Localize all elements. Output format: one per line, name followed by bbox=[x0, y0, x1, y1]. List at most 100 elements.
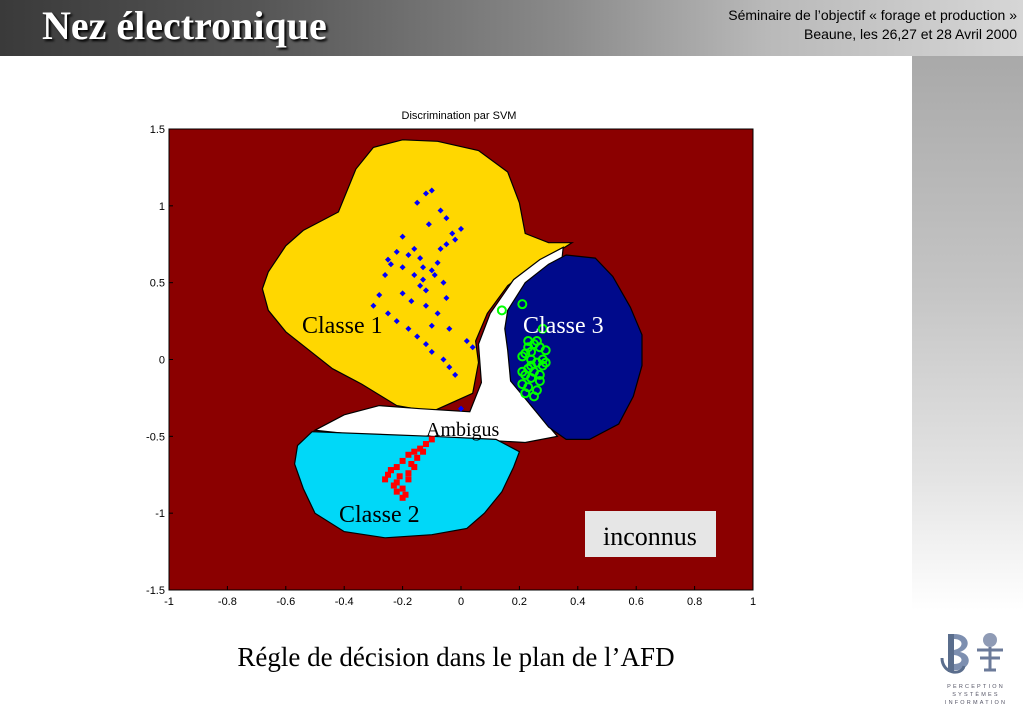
point-classe-1 bbox=[428, 187, 435, 194]
point-classe-1 bbox=[452, 371, 459, 378]
point-classe-1 bbox=[449, 230, 456, 237]
x-tick-label: 0.2 bbox=[512, 596, 527, 608]
svm-chart: Discrimination par SVM -1-0.8-0.6-0.4-0.… bbox=[146, 110, 756, 608]
page-title: Nez électronique bbox=[42, 3, 327, 48]
point-classe-1 bbox=[452, 236, 459, 243]
point-classe-2 bbox=[393, 479, 400, 486]
point-classe-1 bbox=[405, 325, 412, 332]
point-classe-3 bbox=[517, 366, 528, 377]
point-classe-2 bbox=[393, 464, 400, 471]
chart-container: Discrimination par SVM -1-0.8-0.6-0.4-0.… bbox=[120, 100, 820, 620]
data-points bbox=[370, 187, 551, 501]
point-classe-1 bbox=[428, 322, 435, 329]
x-tick-label: -0.2 bbox=[393, 596, 412, 608]
point-classe-2 bbox=[422, 441, 429, 448]
point-classe-1 bbox=[399, 264, 406, 271]
point-classe-1 bbox=[446, 364, 453, 371]
point-classe-3 bbox=[520, 388, 531, 399]
logo-text-line-3: INFORMATION bbox=[945, 700, 1007, 706]
point-classe-2 bbox=[399, 485, 406, 492]
label-classe-1: Classe 1 bbox=[302, 313, 383, 339]
point-classe-1 bbox=[393, 248, 400, 255]
x-tick-label: 0.4 bbox=[570, 596, 585, 608]
point-classe-2 bbox=[385, 471, 391, 478]
point-classe-1 bbox=[414, 333, 421, 340]
point-classe-1 bbox=[431, 271, 438, 278]
point-classe-1 bbox=[370, 302, 377, 309]
y-tick-label: -1 bbox=[155, 508, 165, 520]
point-classe-3 bbox=[526, 360, 537, 371]
point-classe-1 bbox=[387, 261, 394, 268]
point-classe-3 bbox=[523, 342, 534, 353]
point-classe-3 bbox=[517, 351, 528, 362]
point-classe-1 bbox=[437, 207, 444, 214]
header-subtitle: Séminaire de l’objectif « forage et prod… bbox=[728, 6, 1017, 44]
point-classe-1 bbox=[440, 279, 447, 286]
point-classe-1 bbox=[443, 241, 450, 248]
y-tick-label: 0.5 bbox=[150, 278, 165, 290]
point-classe-1 bbox=[411, 271, 418, 278]
point-classe-3 bbox=[529, 391, 539, 402]
x-tick-label: 1 bbox=[750, 596, 756, 608]
point-classe-1 bbox=[425, 221, 432, 228]
point-classe-1 bbox=[446, 325, 453, 332]
point-classe-1 bbox=[458, 225, 464, 232]
point-classe-1 bbox=[417, 282, 424, 289]
point-classe-1 bbox=[414, 199, 421, 206]
point-classe-1 bbox=[422, 341, 429, 348]
point-classe-1 bbox=[443, 295, 450, 302]
logo-text-line-1: PERCEPTION bbox=[947, 684, 1005, 690]
point-classe-2 bbox=[382, 476, 389, 483]
point-classe-2 bbox=[390, 482, 397, 489]
point-classe-1 bbox=[422, 287, 429, 294]
x-tick-label: -0.4 bbox=[335, 596, 354, 608]
point-classe-1 bbox=[399, 290, 406, 297]
point-classe-1 bbox=[420, 276, 427, 283]
y-tick-label: -0.5 bbox=[146, 431, 165, 443]
slide-caption: Régle de décision dans le plan de l’AFD bbox=[237, 642, 675, 672]
point-classe-1 bbox=[422, 190, 429, 197]
point-classe-2 bbox=[399, 494, 406, 501]
point-classe-1 bbox=[463, 338, 470, 345]
y-tick-label: 1.5 bbox=[150, 124, 165, 136]
point-classe-3 bbox=[517, 299, 528, 310]
point-classe-2 bbox=[408, 460, 415, 467]
point-classe-2 bbox=[414, 454, 421, 461]
point-classe-1 bbox=[428, 348, 435, 355]
point-classe-2 bbox=[402, 491, 409, 498]
point-classe-3 bbox=[531, 336, 542, 347]
x-tick-label: 0.8 bbox=[687, 596, 702, 608]
point-classe-1 bbox=[437, 245, 444, 252]
y-tick-label: -1.5 bbox=[146, 585, 165, 597]
y-tick-label: 0 bbox=[159, 355, 165, 367]
point-classe-1 bbox=[405, 252, 412, 259]
x-tick-label: 0.6 bbox=[629, 596, 644, 608]
point-classe-1 bbox=[385, 256, 391, 263]
x-tick-label: -1 bbox=[164, 596, 174, 608]
point-classe-1 bbox=[417, 255, 424, 262]
point-classe-3 bbox=[537, 323, 548, 334]
point-classe-2 bbox=[393, 488, 400, 495]
point-classe-1 bbox=[420, 264, 427, 271]
point-classe-3 bbox=[534, 369, 545, 380]
point-classe-2 bbox=[411, 448, 418, 455]
label-ambigus: Ambigus bbox=[426, 419, 500, 441]
point-classe-1 bbox=[399, 233, 406, 240]
point-classe-1 bbox=[376, 291, 383, 298]
logo-text-line-2: SYSTÈMES bbox=[952, 691, 1000, 698]
point-classe-1 bbox=[428, 267, 435, 274]
point-classe-2 bbox=[417, 445, 424, 452]
point-classe-2 bbox=[405, 470, 412, 477]
point-classe-2 bbox=[396, 473, 403, 480]
point-classe-1 bbox=[440, 356, 447, 363]
point-classe-1 bbox=[458, 405, 464, 412]
label-classe-2: Classe 2 bbox=[339, 502, 420, 528]
point-classe-2 bbox=[399, 457, 406, 464]
point-classe-1 bbox=[434, 259, 441, 266]
region-classe-2 bbox=[293, 431, 521, 539]
side-gradient-panel bbox=[912, 56, 1023, 708]
point-classe-1 bbox=[443, 215, 450, 222]
x-tick-label: 0 bbox=[458, 596, 464, 608]
point-classe-2 bbox=[387, 467, 394, 474]
point-classe-3 bbox=[496, 305, 507, 316]
